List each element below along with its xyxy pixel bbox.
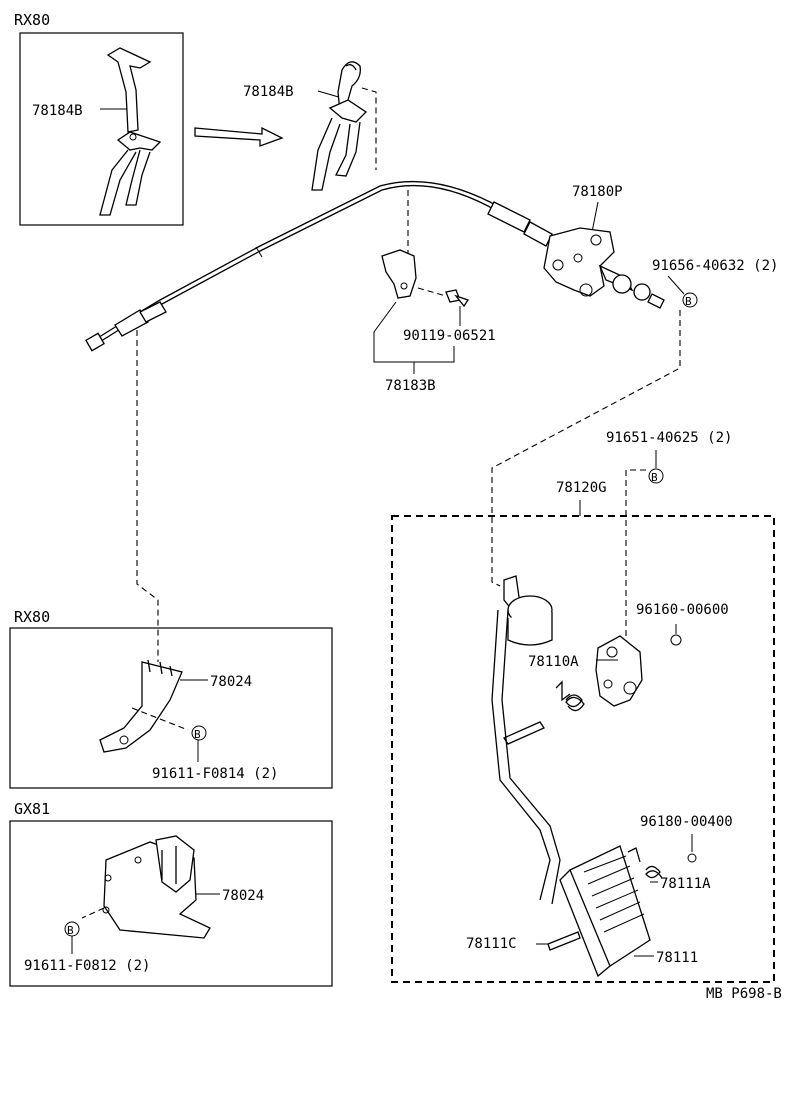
leader-cable-to-pedal — [491, 310, 681, 587]
bracket-78184b: 78184B — [243, 61, 377, 191]
part-label: 78024 — [210, 674, 252, 690]
clamp-78183b: 90119-06521 78183B — [373, 190, 496, 394]
bolt-label: 91611-F0814 (2) — [152, 766, 278, 782]
inset-title: RX80 — [14, 11, 50, 29]
direction-arrow — [194, 126, 284, 147]
accelerator-cable — [85, 180, 553, 352]
inset-title: GX81 — [14, 800, 50, 818]
inset-title: RX80 — [14, 608, 50, 626]
part-label: 78111C — [466, 936, 517, 952]
part-label: 78111A — [660, 876, 711, 892]
bracket-illustration — [99, 47, 162, 216]
reference-code: MB P698-B — [706, 986, 782, 1002]
part-label: 78024 — [222, 888, 264, 904]
part-label: 90119-06521 — [403, 328, 496, 344]
circle-mark: B — [651, 471, 658, 484]
part-label: 96160-00600 — [636, 602, 729, 618]
part-label: 78184B — [243, 84, 294, 100]
part-label: 78180P — [572, 184, 623, 200]
part-label: 78110A — [528, 654, 579, 670]
inset-rx80-top: RX80 78184B — [14, 11, 184, 226]
circle-mark: B — [67, 924, 74, 937]
pedal-assembly-78120g: 91651-40625 (2) B 78120G 78110A 96160-00… — [391, 430, 775, 983]
circle-mark: B — [194, 728, 201, 741]
inset-rx80-mid: RX80 B 91611-F0814 (2) 78024 — [9, 608, 333, 789]
bolt-label: 91611-F0812 (2) — [24, 958, 150, 974]
cable-housing-78180p: 78180P 91656-40632 (2) B — [543, 184, 778, 309]
circle-mark: B — [685, 295, 692, 308]
part-label: 78120G — [556, 480, 607, 496]
leader-cable-to-inset — [136, 330, 159, 662]
inset-gx81: GX81 78024 B 91611-F0812 (2) — [9, 800, 333, 987]
part-label: 78184B — [32, 103, 83, 119]
part-label: 91651-40625 (2) — [606, 430, 732, 446]
part-label: 96180-00400 — [640, 814, 733, 830]
part-label: 78111 — [656, 950, 698, 966]
part-label: 91656-40632 (2) — [652, 258, 778, 274]
part-label: 78183B — [385, 378, 436, 394]
